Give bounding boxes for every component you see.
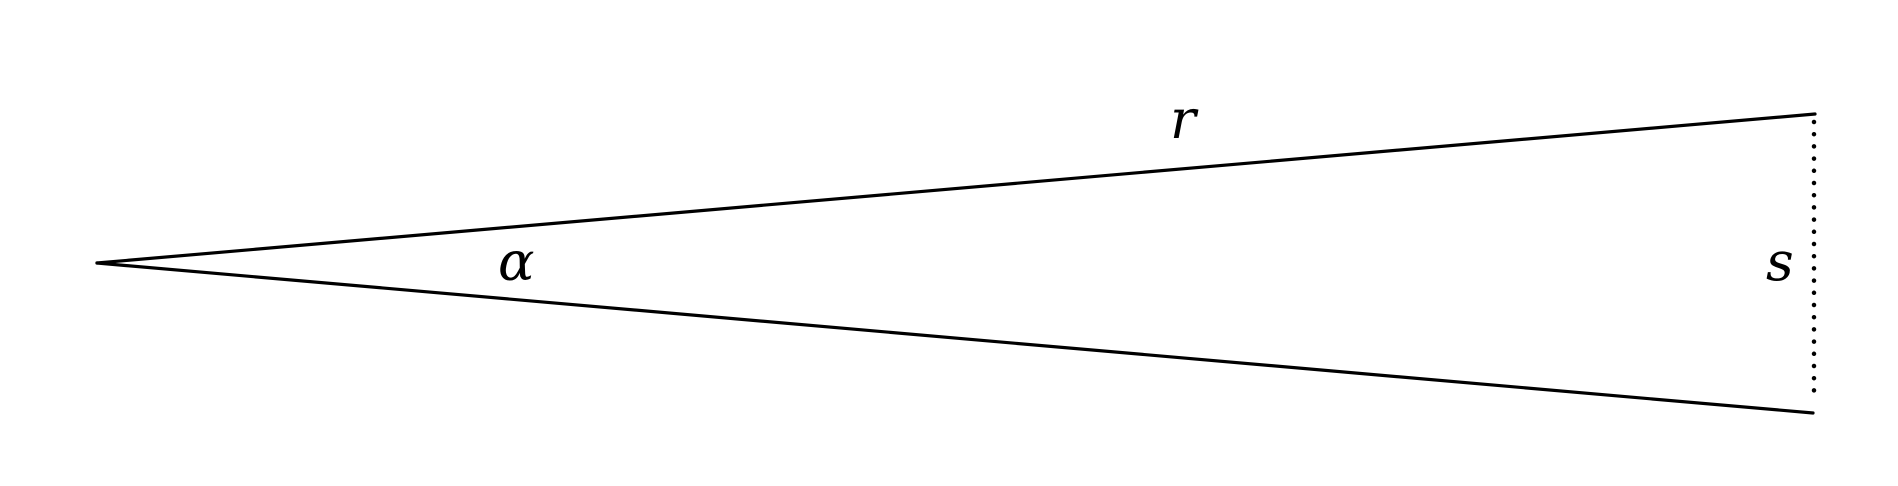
arc-label-s: s <box>1766 230 1794 293</box>
angle-label-alpha: α <box>498 230 534 293</box>
lower-radius-line <box>95 261 1815 415</box>
radius-label-r: r <box>1170 88 1199 151</box>
upper-radius-line <box>95 112 1817 265</box>
